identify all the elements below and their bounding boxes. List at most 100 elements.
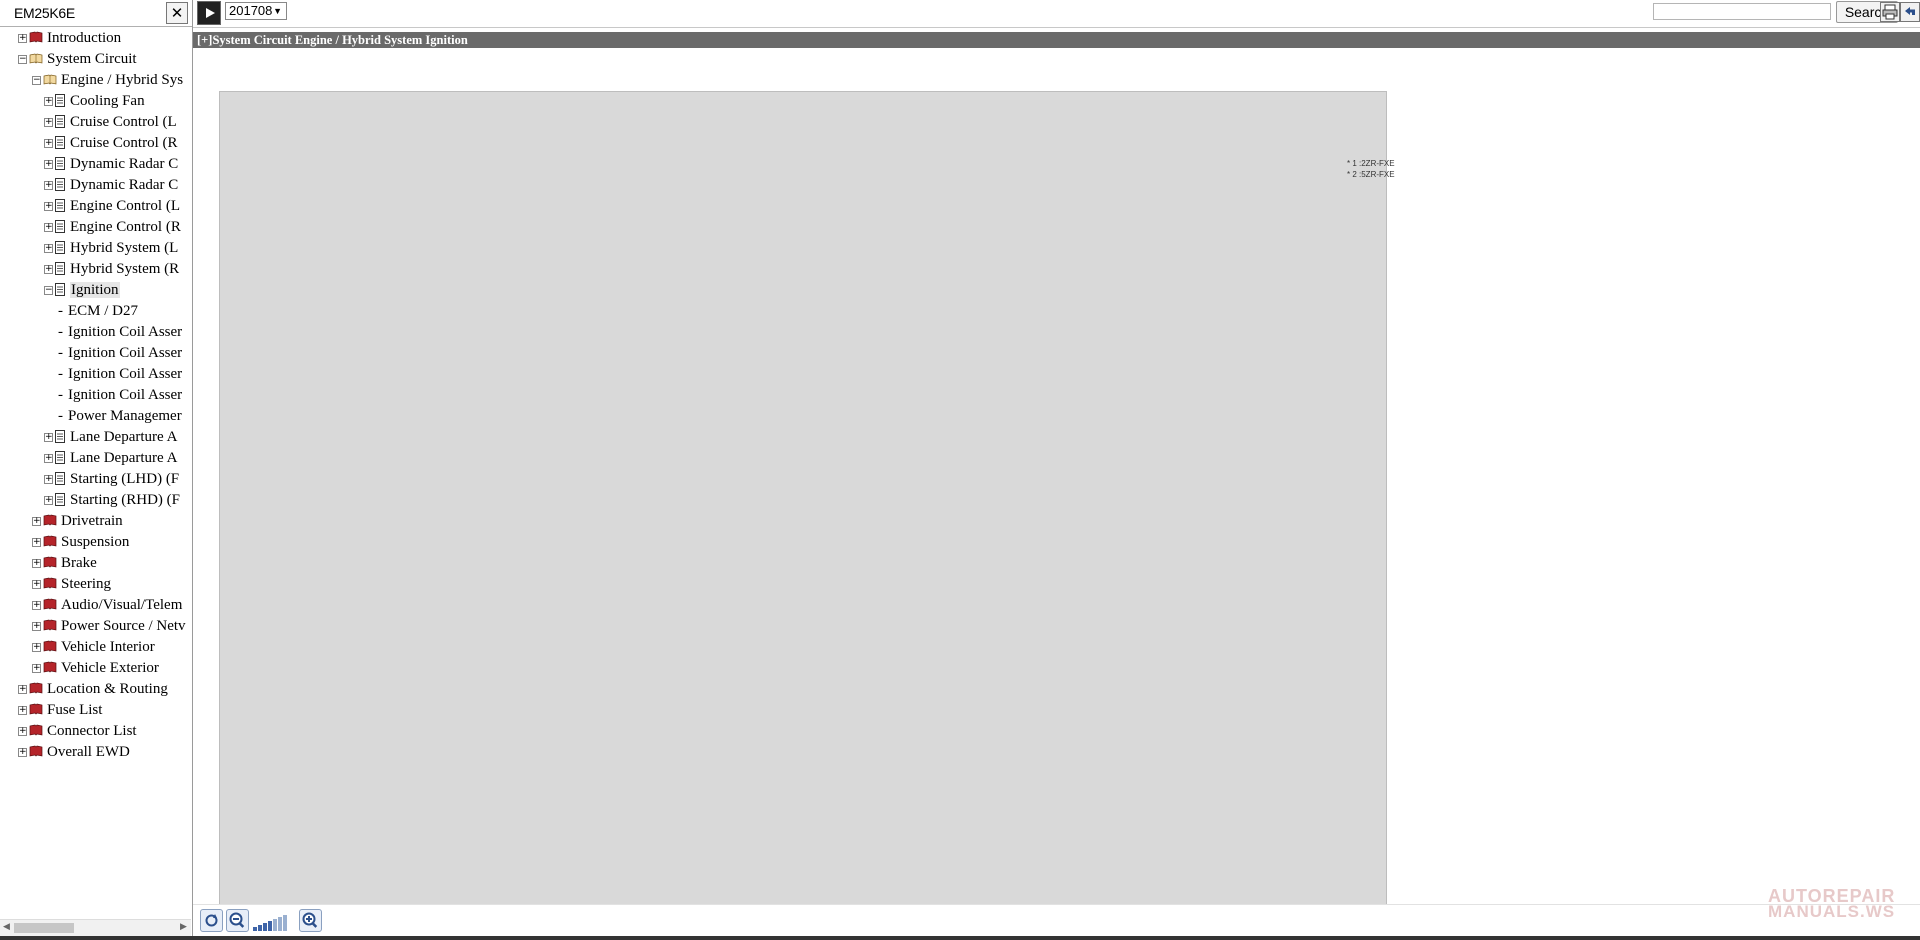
scrollbar-thumb[interactable] — [14, 923, 74, 933]
tree-item[interactable]: +Engine Control (L — [44, 196, 180, 216]
watermark-line: MANUALS.WS — [1768, 902, 1896, 921]
expand-icon[interactable]: + — [44, 495, 53, 505]
expand-icon[interactable]: + — [18, 684, 27, 694]
tree-item[interactable]: +Hybrid System (R — [44, 259, 179, 279]
tree-item[interactable]: -Ignition Coil Asser — [58, 322, 182, 342]
collapse-icon[interactable]: − — [18, 54, 27, 64]
zoom-out-button[interactable] — [226, 909, 249, 932]
tree-item[interactable]: +Dynamic Radar C — [44, 154, 178, 174]
expand-icon[interactable]: + — [44, 243, 53, 253]
expand-icon[interactable]: + — [18, 747, 27, 757]
scroll-left-icon[interactable]: ◀ — [3, 922, 10, 932]
expand-icon[interactable]: + — [44, 159, 53, 169]
dash-icon: - — [58, 324, 63, 340]
tree-item[interactable]: -Ignition Coil Asser — [58, 385, 182, 405]
search-input[interactable] — [1653, 3, 1831, 20]
tree-item[interactable]: + Suspension — [32, 532, 129, 552]
tree-item-label: Vehicle Interior — [61, 639, 155, 655]
page-title: [+]System Circuit Engine / Hybrid System… — [193, 32, 1920, 48]
tree-item[interactable]: +Starting (LHD) (F — [44, 469, 179, 489]
document-icon — [55, 114, 70, 130]
status-bar — [0, 936, 1920, 940]
tree-item[interactable]: +Overall EWD — [18, 742, 130, 762]
tree-item[interactable]: +Vehicle Exterior — [32, 658, 159, 678]
sidebar-horizontal-scrollbar[interactable]: ◀ ▶ — [0, 919, 191, 937]
tree-item[interactable]: + Steering — [32, 574, 111, 594]
note-line: * 1 :2ZR-FXE — [1347, 159, 1395, 168]
version-value: 201708 — [229, 3, 273, 18]
diagram-canvas[interactable]: * 1 :2ZR-FXE * 2 :5ZR-FXE — [193, 49, 1920, 931]
tree-item[interactable]: +Engine Control (R — [44, 217, 181, 237]
version-select[interactable]: 201708 ▼ — [225, 2, 287, 20]
tree-item[interactable]: +Location & Routing — [18, 679, 168, 699]
expand-icon[interactable]: + — [32, 516, 41, 526]
collapse-icon[interactable]: − — [32, 75, 41, 85]
tree-item[interactable]: +Audio/Visual/Telem — [32, 595, 182, 615]
tree-item[interactable]: +Lane Departure A — [44, 448, 177, 468]
book-icon — [29, 681, 47, 697]
tree-item[interactable]: −System Circuit — [18, 49, 137, 69]
expand-icon[interactable]: + — [32, 537, 41, 547]
zoom-in-button[interactable] — [299, 909, 322, 932]
expand-icon[interactable]: + — [44, 222, 53, 232]
document-icon — [55, 135, 70, 151]
document-icon — [55, 198, 70, 214]
chevron-down-icon: ▼ — [273, 6, 282, 16]
scroll-right-icon[interactable]: ▶ — [180, 922, 187, 932]
tree-item[interactable]: +Cruise Control (L — [44, 112, 177, 132]
expand-icon[interactable]: + — [32, 621, 41, 631]
expand-icon[interactable]: + — [44, 201, 53, 211]
expand-icon[interactable]: + — [44, 180, 53, 190]
expand-icon[interactable]: + — [32, 642, 41, 652]
tree-item[interactable]: -Ignition Coil Asser — [58, 343, 182, 363]
tree-item[interactable]: +Hybrid System (L — [44, 238, 178, 258]
tree-item[interactable]: +Dynamic Radar C — [44, 175, 178, 195]
tree-item[interactable]: −Engine / Hybrid Sys — [32, 70, 183, 90]
tree-item[interactable]: + Starting (RHD) (F — [44, 490, 180, 510]
expand-icon[interactable]: + — [44, 453, 53, 463]
tree-item[interactable]: +Cooling Fan — [44, 91, 145, 111]
expand-icon[interactable]: + — [44, 264, 53, 274]
tree-item[interactable]: -Power Managemer — [58, 406, 182, 426]
tree-item[interactable]: -ECM / D27 — [58, 301, 138, 321]
back-icon[interactable] — [1900, 2, 1920, 22]
expand-icon[interactable]: + — [32, 663, 41, 673]
expand-icon[interactable]: + — [44, 117, 53, 127]
tree-item[interactable]: +Lane Departure A — [44, 427, 177, 447]
tree-item[interactable]: +Fuse List — [18, 700, 102, 720]
tree-item[interactable]: +Introduction — [18, 28, 121, 48]
tree-item[interactable]: +Drivetrain — [32, 511, 123, 531]
expand-icon[interactable]: + — [18, 33, 27, 43]
book-icon — [29, 30, 47, 46]
tree-item[interactable]: -Ignition Coil Asser — [58, 364, 182, 384]
tree-item[interactable]: −Ignition — [44, 280, 120, 300]
tree-item-label: Ignition Coil Asser — [68, 345, 183, 361]
tree-item-label: Suspension — [61, 534, 130, 550]
tree-item[interactable]: + Vehicle Interior — [32, 637, 155, 657]
print-icon[interactable] — [1880, 2, 1900, 22]
refresh-icon — [205, 914, 218, 927]
expand-icon[interactable]: + — [32, 558, 41, 568]
tree-item[interactable]: +Brake — [32, 553, 97, 573]
expand-icon[interactable]: + — [32, 600, 41, 610]
tree-item[interactable]: +Cruise Control (R — [44, 133, 178, 153]
play-button[interactable] — [197, 1, 221, 25]
tree-item-label: Steering — [61, 576, 111, 592]
zoom-level-indicator[interactable] — [253, 915, 297, 931]
tree-item-label: Starting (RHD) (F — [70, 492, 180, 508]
expand-icon[interactable]: + — [18, 726, 27, 736]
expand-icon[interactable]: + — [18, 705, 27, 715]
expand-icon[interactable]: + — [44, 474, 53, 484]
book-icon — [29, 723, 47, 739]
reset-zoom-button[interactable] — [200, 909, 223, 932]
tree-item[interactable]: +Connector List — [18, 721, 137, 741]
expand-icon[interactable]: + — [32, 579, 41, 589]
tree-item-label: Ignition Coil Asser — [68, 366, 183, 382]
expand-icon[interactable]: + — [44, 432, 53, 442]
expand-icon[interactable]: + — [44, 138, 53, 148]
collapse-icon[interactable]: − — [44, 285, 53, 295]
close-sidebar-button[interactable]: ✕ — [166, 2, 188, 24]
expand-icon[interactable]: + — [44, 96, 53, 106]
tree-item[interactable]: +Power Source / Netv — [32, 616, 186, 636]
diagram-notes: * 1 :2ZR-FXE * 2 :5ZR-FXE — [1347, 158, 1395, 180]
